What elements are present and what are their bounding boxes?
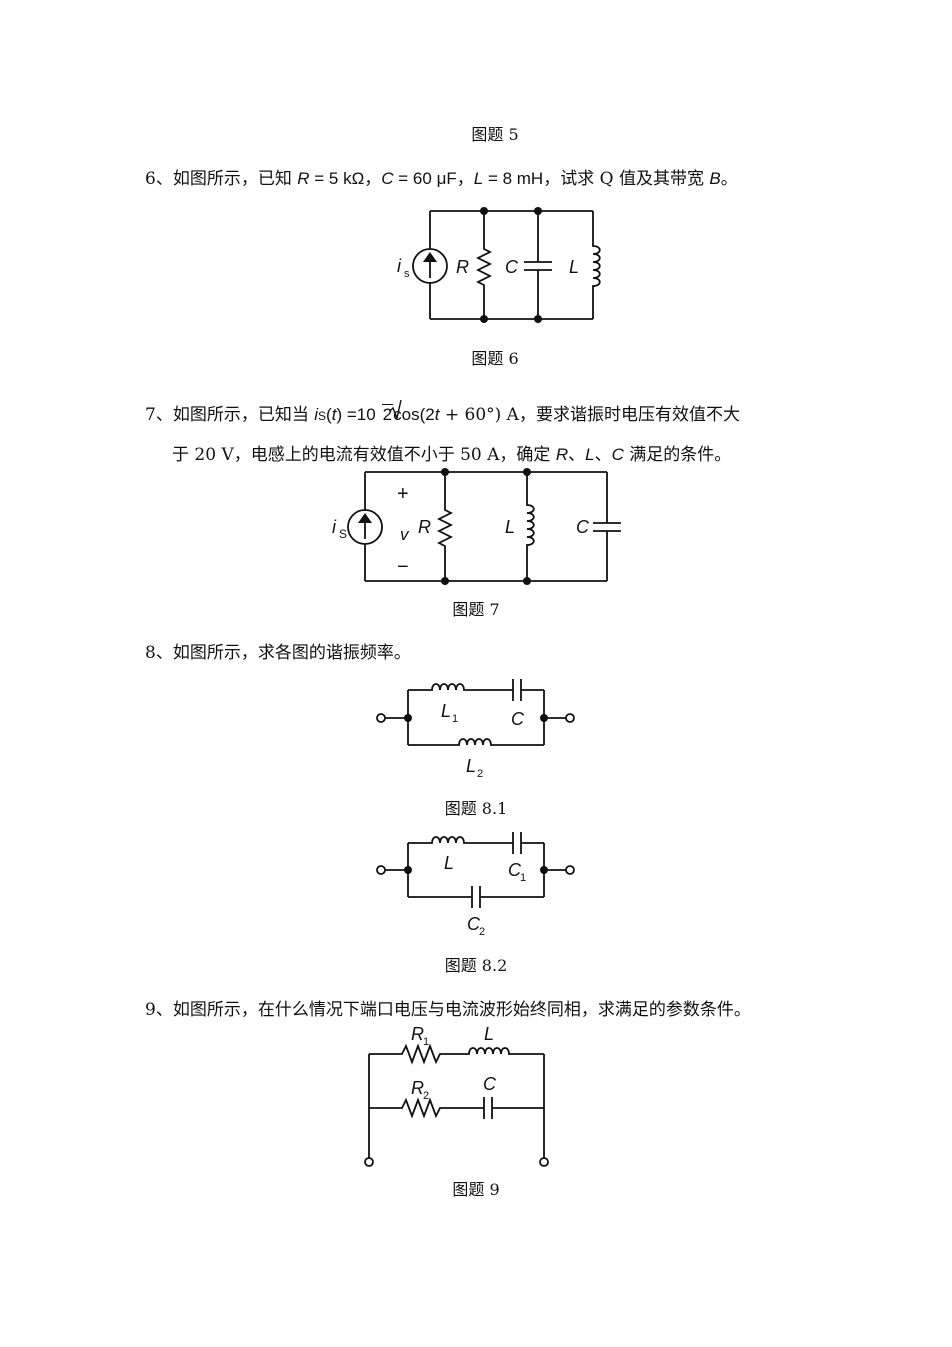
fig7-v-label: v (400, 525, 410, 544)
terminal-icon (364, 1157, 374, 1167)
r2-c-branch (369, 1097, 544, 1119)
p7-sqrt: 2 (381, 404, 394, 424)
r1-l-branch (369, 1043, 544, 1065)
terminal-icon (376, 713, 386, 723)
fig7-is-label: i (332, 517, 337, 537)
fig9-L: L (484, 1024, 494, 1044)
p6-lead: 6、如图所示，已知 (145, 169, 298, 189)
fig8-2-L: L (444, 853, 454, 873)
problem-9-text: 9、如图所示，在什么情况下端口电压与电流波形始终同相，求满足的参数条件。 (145, 1000, 751, 1020)
fig7-C-label: C (576, 517, 590, 537)
c2-branch (408, 886, 544, 908)
figure-8-2-caption: 图题 8.2 (444, 956, 508, 975)
figure-6-caption: 图题 6 (471, 349, 519, 368)
fig9-R1-sub: 1 (423, 1036, 429, 1048)
current-source-icon (347, 509, 383, 545)
terminal-icon (539, 1157, 549, 1167)
terminal-icon (565, 865, 575, 875)
p7-i: i (314, 405, 319, 424)
fig8-1-L1: L (441, 701, 451, 721)
p7-t2: t (434, 405, 440, 424)
fig8-2-C2: C (467, 914, 481, 934)
figure-7-caption: 图题 7 (452, 600, 500, 619)
fig6-C-label: C (505, 257, 519, 277)
fig7-L-label: L (505, 517, 515, 537)
p7-L: L (585, 445, 595, 464)
l-c1-branch (408, 832, 544, 854)
p6-R: R (297, 169, 310, 188)
p7-sub: S (318, 409, 327, 423)
p7-line2-b: 满足的条件。 (623, 445, 732, 465)
p6-tail: 试求 Q 值及其带宽 (560, 169, 710, 189)
p7-sep1: 、 (568, 445, 586, 465)
resistor-icon (475, 211, 493, 319)
fig8-2-C1: C (508, 860, 522, 880)
fig6-R-label: R (456, 257, 469, 277)
p7-line2-a: 于 20 V，电感上的电流有效值不小于 50 A，确定 (172, 445, 556, 465)
p7-R: R (555, 445, 569, 464)
l2-branch (408, 738, 544, 746)
p7-t-close: ) =10 (336, 405, 376, 424)
l1-c-branch (408, 679, 544, 701)
p7-t: t (331, 405, 337, 424)
p7-t-open: ( (326, 405, 332, 424)
p6-c-val: = 60 μF， (393, 169, 474, 188)
problem-8-text: 8、如图所示，求各图的谐振频率。 (145, 643, 411, 663)
fig8-1-L2-sub: 2 (477, 768, 483, 780)
fig8-2-C1-sub: 1 (520, 872, 526, 884)
fig7-minus: − (397, 556, 409, 578)
p6-L: L (473, 169, 484, 188)
figure-9-caption: 图题 9 (452, 1180, 500, 1199)
current-source-icon (412, 248, 448, 284)
fig8-1-C: C (511, 709, 525, 729)
inductor-icon (592, 211, 601, 319)
fig6-is-sub: s (404, 268, 410, 280)
problem-6-text: 6、如图所示，已知 R = 5 kΩ，C = 60 μF，L = 8 mH，试求… (145, 164, 738, 189)
fig8-1-L2: L (466, 756, 476, 776)
p7-lead: 7、如图所示，已知当 (145, 405, 315, 425)
capacitor-icon (593, 472, 621, 581)
figure-8-1-caption: 图题 8.1 (444, 799, 508, 818)
p6-end: 。 (720, 169, 738, 189)
p7-sep2: 、 (594, 445, 612, 465)
fig6-L-label: L (569, 257, 579, 277)
resistor-icon (436, 472, 454, 581)
p6-l-val: = 8 mH， (483, 169, 561, 188)
fig9-R1: R (411, 1024, 424, 1044)
fig8-2-C2-sub: 2 (479, 926, 485, 938)
fig6-is-label: i (397, 256, 402, 276)
p6-B: B (709, 169, 721, 188)
inductor-icon (526, 472, 535, 581)
p7-phase: + 60°) A，要求谐振时电压有效值不大 (439, 405, 740, 425)
fig7-R-label: R (418, 517, 431, 537)
fig7-plus: + (397, 483, 409, 505)
fig7-is-sub: S (339, 527, 347, 541)
fig9-R2-sub: 2 (423, 1090, 429, 1102)
p7-cos: cos(2 (393, 405, 435, 424)
fig9-R2: R (411, 1078, 424, 1098)
figure-5-caption: 图题 5 (471, 125, 519, 144)
p6-C: C (381, 169, 394, 188)
fig8-1-L1-sub: 1 (452, 713, 458, 725)
problem-7-line-2: 于 20 V，电感上的电流有效值不小于 50 A，确定 R、L、C 满足的条件。 (172, 440, 731, 465)
terminal-icon (376, 865, 386, 875)
p7-C: C (611, 445, 624, 464)
fig9-C: C (483, 1074, 497, 1094)
capacitor-icon (524, 211, 552, 319)
terminal-icon (565, 713, 575, 723)
p6-r-val: = 5 kΩ， (309, 169, 382, 188)
